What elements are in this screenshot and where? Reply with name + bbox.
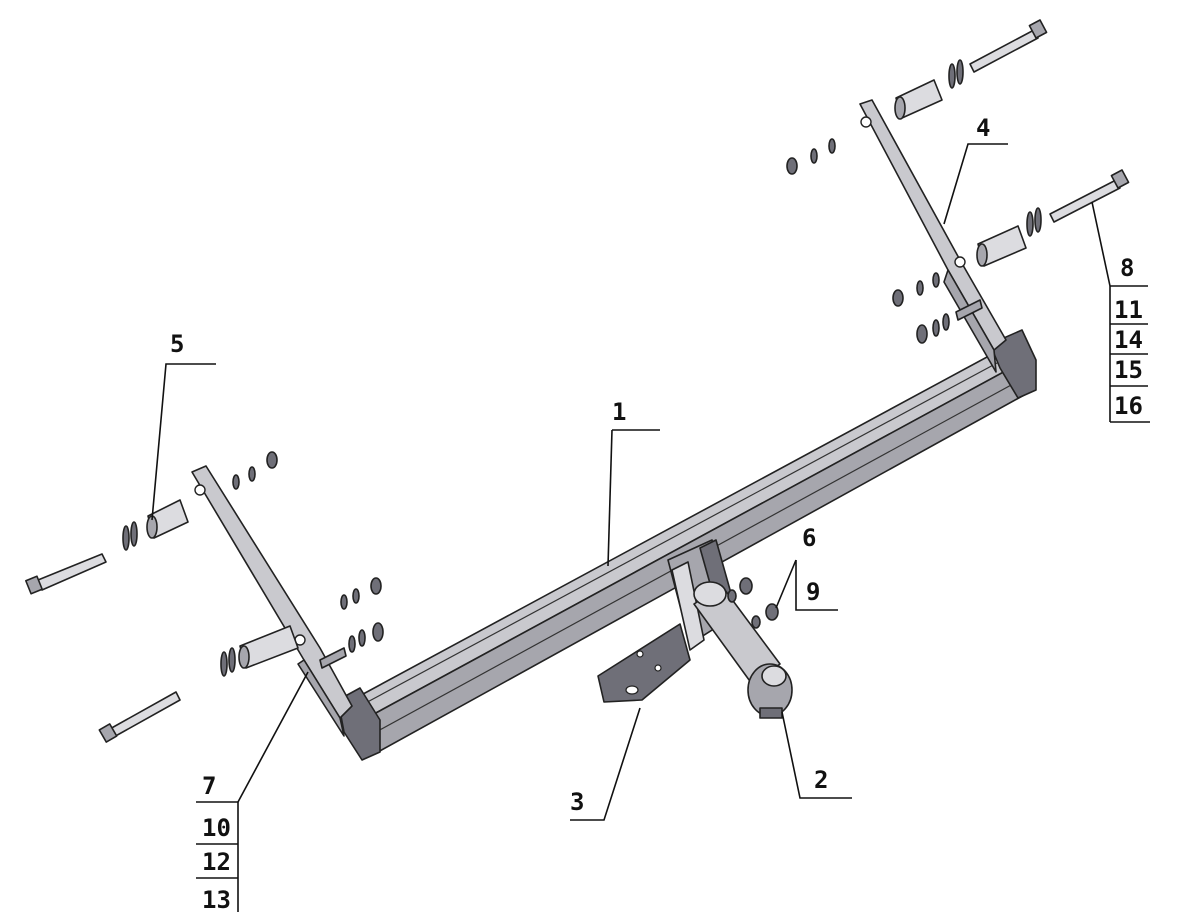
socket-plate — [597, 623, 691, 703]
callout-8: 8 — [1120, 254, 1134, 282]
left-lower-washers — [220, 647, 236, 677]
right-upper-sleeve — [894, 79, 943, 120]
callout-12: 12 — [202, 848, 231, 876]
left-bracket — [191, 465, 353, 737]
cross-beam — [337, 329, 1037, 761]
left-upper-bolt — [25, 553, 107, 595]
callout-13: 13 — [202, 886, 231, 912]
callout-labels: 1 2 3 4 5 6 9 8 11 14 15 16 7 10 12 13 — [170, 114, 1143, 912]
right-bracket — [859, 99, 1007, 373]
callout-16: 16 — [1114, 392, 1143, 420]
right-upper-bolt — [969, 19, 1048, 73]
callout-9: 9 — [806, 578, 820, 606]
right-lower-nuts — [892, 272, 983, 344]
callout-4: 4 — [976, 114, 990, 142]
callout-2: 2 — [814, 766, 828, 794]
left-lower-sleeve — [238, 625, 299, 669]
tow-ball — [693, 581, 793, 719]
callout-14: 14 — [1114, 326, 1143, 354]
leader-lines — [151, 143, 1150, 912]
left-upper-nuts — [232, 451, 278, 490]
callout-1: 1 — [612, 398, 626, 426]
right-lower-washers — [1026, 207, 1042, 237]
left-upper-washers — [122, 521, 138, 551]
callout-10: 10 — [202, 814, 231, 842]
callout-5: 5 — [170, 330, 184, 358]
callout-6: 6 — [802, 524, 816, 552]
left-lower-stud — [319, 647, 347, 669]
callout-7: 7 — [202, 772, 216, 800]
right-upper-nuts — [786, 138, 836, 175]
callout-11: 11 — [1114, 296, 1143, 324]
center-nuts — [727, 577, 779, 629]
right-upper-washers — [948, 59, 964, 89]
left-upper-sleeve — [146, 499, 189, 539]
callout-15: 15 — [1114, 356, 1143, 384]
right-lower-sleeve — [976, 225, 1027, 267]
left-lower-nuts — [340, 577, 384, 653]
left-lower-bolt — [98, 691, 181, 743]
right-lower-bolt — [1049, 169, 1130, 223]
callout-3: 3 — [570, 788, 584, 816]
